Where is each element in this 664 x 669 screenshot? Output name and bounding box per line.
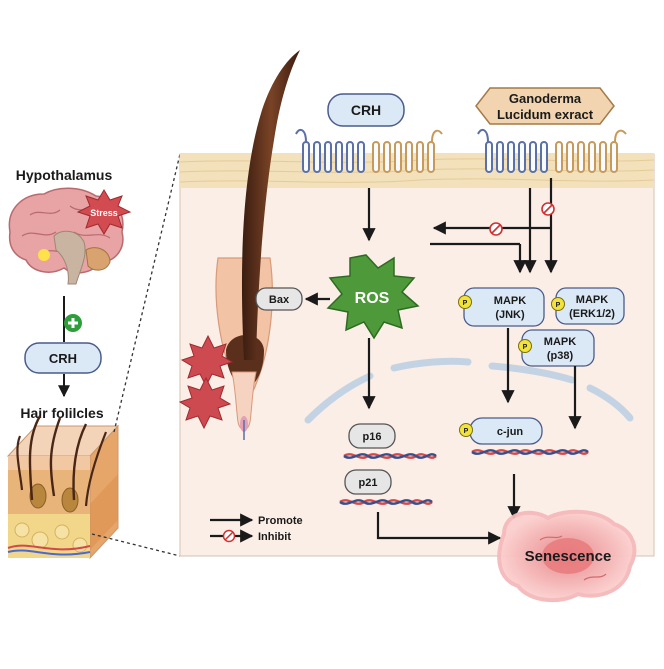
- mapk-erk-label-1: MAPK: [576, 294, 608, 306]
- dna-p21-icon: [339, 499, 433, 505]
- senescence-label: Senescence: [525, 548, 612, 565]
- skin-block-icon: [6, 415, 120, 560]
- svg-text:P: P: [523, 344, 528, 351]
- crh-left-label: CRH: [49, 351, 77, 366]
- ganoderma-label-1: Ganoderma: [509, 91, 582, 106]
- hair-follicles-label: Hair folilcles: [20, 405, 103, 421]
- zoom-line-top: [113, 153, 181, 433]
- legend-inhibit-label: Inhibit: [258, 531, 291, 543]
- p16-label: p16: [363, 431, 382, 443]
- svg-text:P: P: [463, 300, 468, 307]
- plus-icon: [64, 314, 82, 332]
- p21-senescence-arrow: [376, 512, 502, 545]
- phospho-erk-icon: P: [551, 297, 565, 311]
- mapk-jnk-label-2: (JNK): [495, 309, 525, 321]
- mapk-p38-label-1: MAPK: [544, 336, 576, 348]
- mapk-erk-label-2: (ERK1/2): [569, 308, 615, 320]
- cjun-label: c-jun: [497, 426, 524, 438]
- crh-ligand-label: CRH: [351, 102, 381, 118]
- damage-star-icon: [178, 334, 234, 430]
- stress-label: Stress: [90, 208, 118, 218]
- legend-promote-label: Promote: [258, 515, 303, 527]
- ganoderma-receptor-icon: [477, 128, 627, 173]
- legend-inhibit-icon: [222, 529, 236, 543]
- crh-left-box: [24, 342, 102, 374]
- svg-text:P: P: [556, 302, 561, 309]
- mapk-p38-label-2: (p38): [547, 350, 574, 362]
- phospho-cjun-icon: P: [459, 423, 473, 437]
- p21-box: [344, 469, 392, 495]
- dna-p16-icon: [343, 453, 437, 459]
- crh-ligand-box: [327, 93, 405, 127]
- dna-cjun-icon: [471, 449, 589, 455]
- mapk-jnk-label-1: MAPK: [494, 295, 526, 307]
- ganoderma-box: [475, 87, 615, 125]
- hypothalamus-label: Hypothalamus: [16, 167, 113, 183]
- svg-text:P: P: [464, 428, 469, 435]
- stress-badge: Stress: [76, 189, 132, 235]
- ros-burst: [326, 254, 420, 340]
- bax-box: [255, 287, 303, 311]
- zoom-line-bottom: [91, 533, 181, 557]
- inhibit-icon-horizontal: [489, 222, 503, 236]
- inhibit-icon-vertical: [541, 202, 555, 216]
- legend: Promote Inhibit: [210, 513, 303, 543]
- senescence-cell: [497, 509, 637, 603]
- bax-label: Bax: [269, 294, 290, 306]
- nuclear-envelope: [304, 357, 634, 424]
- p16-box: [348, 423, 396, 449]
- ros-label: ROS: [355, 290, 390, 307]
- crh-receptor-icon: [295, 128, 443, 173]
- phospho-p38-icon: P: [518, 339, 532, 353]
- ganoderma-label-2: Lucidum exract: [497, 107, 594, 122]
- phospho-jnk-icon: P: [458, 295, 472, 309]
- p21-label: p21: [359, 477, 378, 489]
